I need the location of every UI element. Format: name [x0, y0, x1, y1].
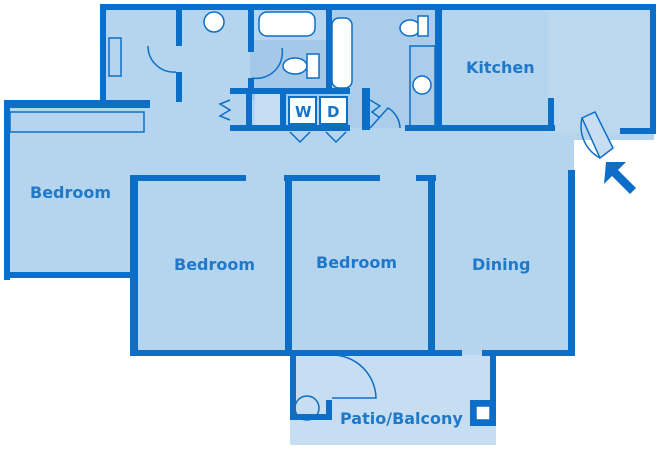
room-label-bedroom-center-right: Bedroom — [316, 253, 397, 272]
room-label-bedroom-center-left: Bedroom — [174, 255, 255, 274]
bathtub-icon — [258, 11, 316, 37]
entry-arrow-icon — [604, 162, 636, 194]
room-label-kitchen: Kitchen — [466, 58, 535, 77]
sink-icon — [412, 75, 432, 95]
room-label-dining: Dining — [472, 255, 530, 274]
room-label-bedroom-left: Bedroom — [30, 183, 111, 202]
toilet-icon — [282, 57, 308, 75]
dryer-label: D — [327, 103, 339, 121]
washer-icon — [288, 96, 317, 125]
water-heater-icon — [475, 405, 491, 421]
bathtub-icon — [331, 17, 353, 89]
dryer-icon — [319, 96, 348, 125]
toilet-tank-icon — [417, 15, 429, 37]
washer-label: W — [295, 103, 312, 121]
door-swing-icon — [147, 45, 614, 399]
walls — [4, 4, 656, 426]
room-label-patio: Patio/Balcony — [340, 409, 463, 428]
closet-shelf-icon — [9, 111, 145, 133]
vanity-icon — [409, 45, 436, 129]
toilet-icon — [399, 19, 421, 37]
sink-icon — [294, 395, 320, 421]
water-heater-icon — [203, 11, 225, 33]
washer-dryer: W D — [288, 96, 348, 144]
shelf-icon — [108, 37, 122, 77]
floor-areas — [8, 8, 654, 445]
toilet-tank-icon — [306, 53, 320, 79]
